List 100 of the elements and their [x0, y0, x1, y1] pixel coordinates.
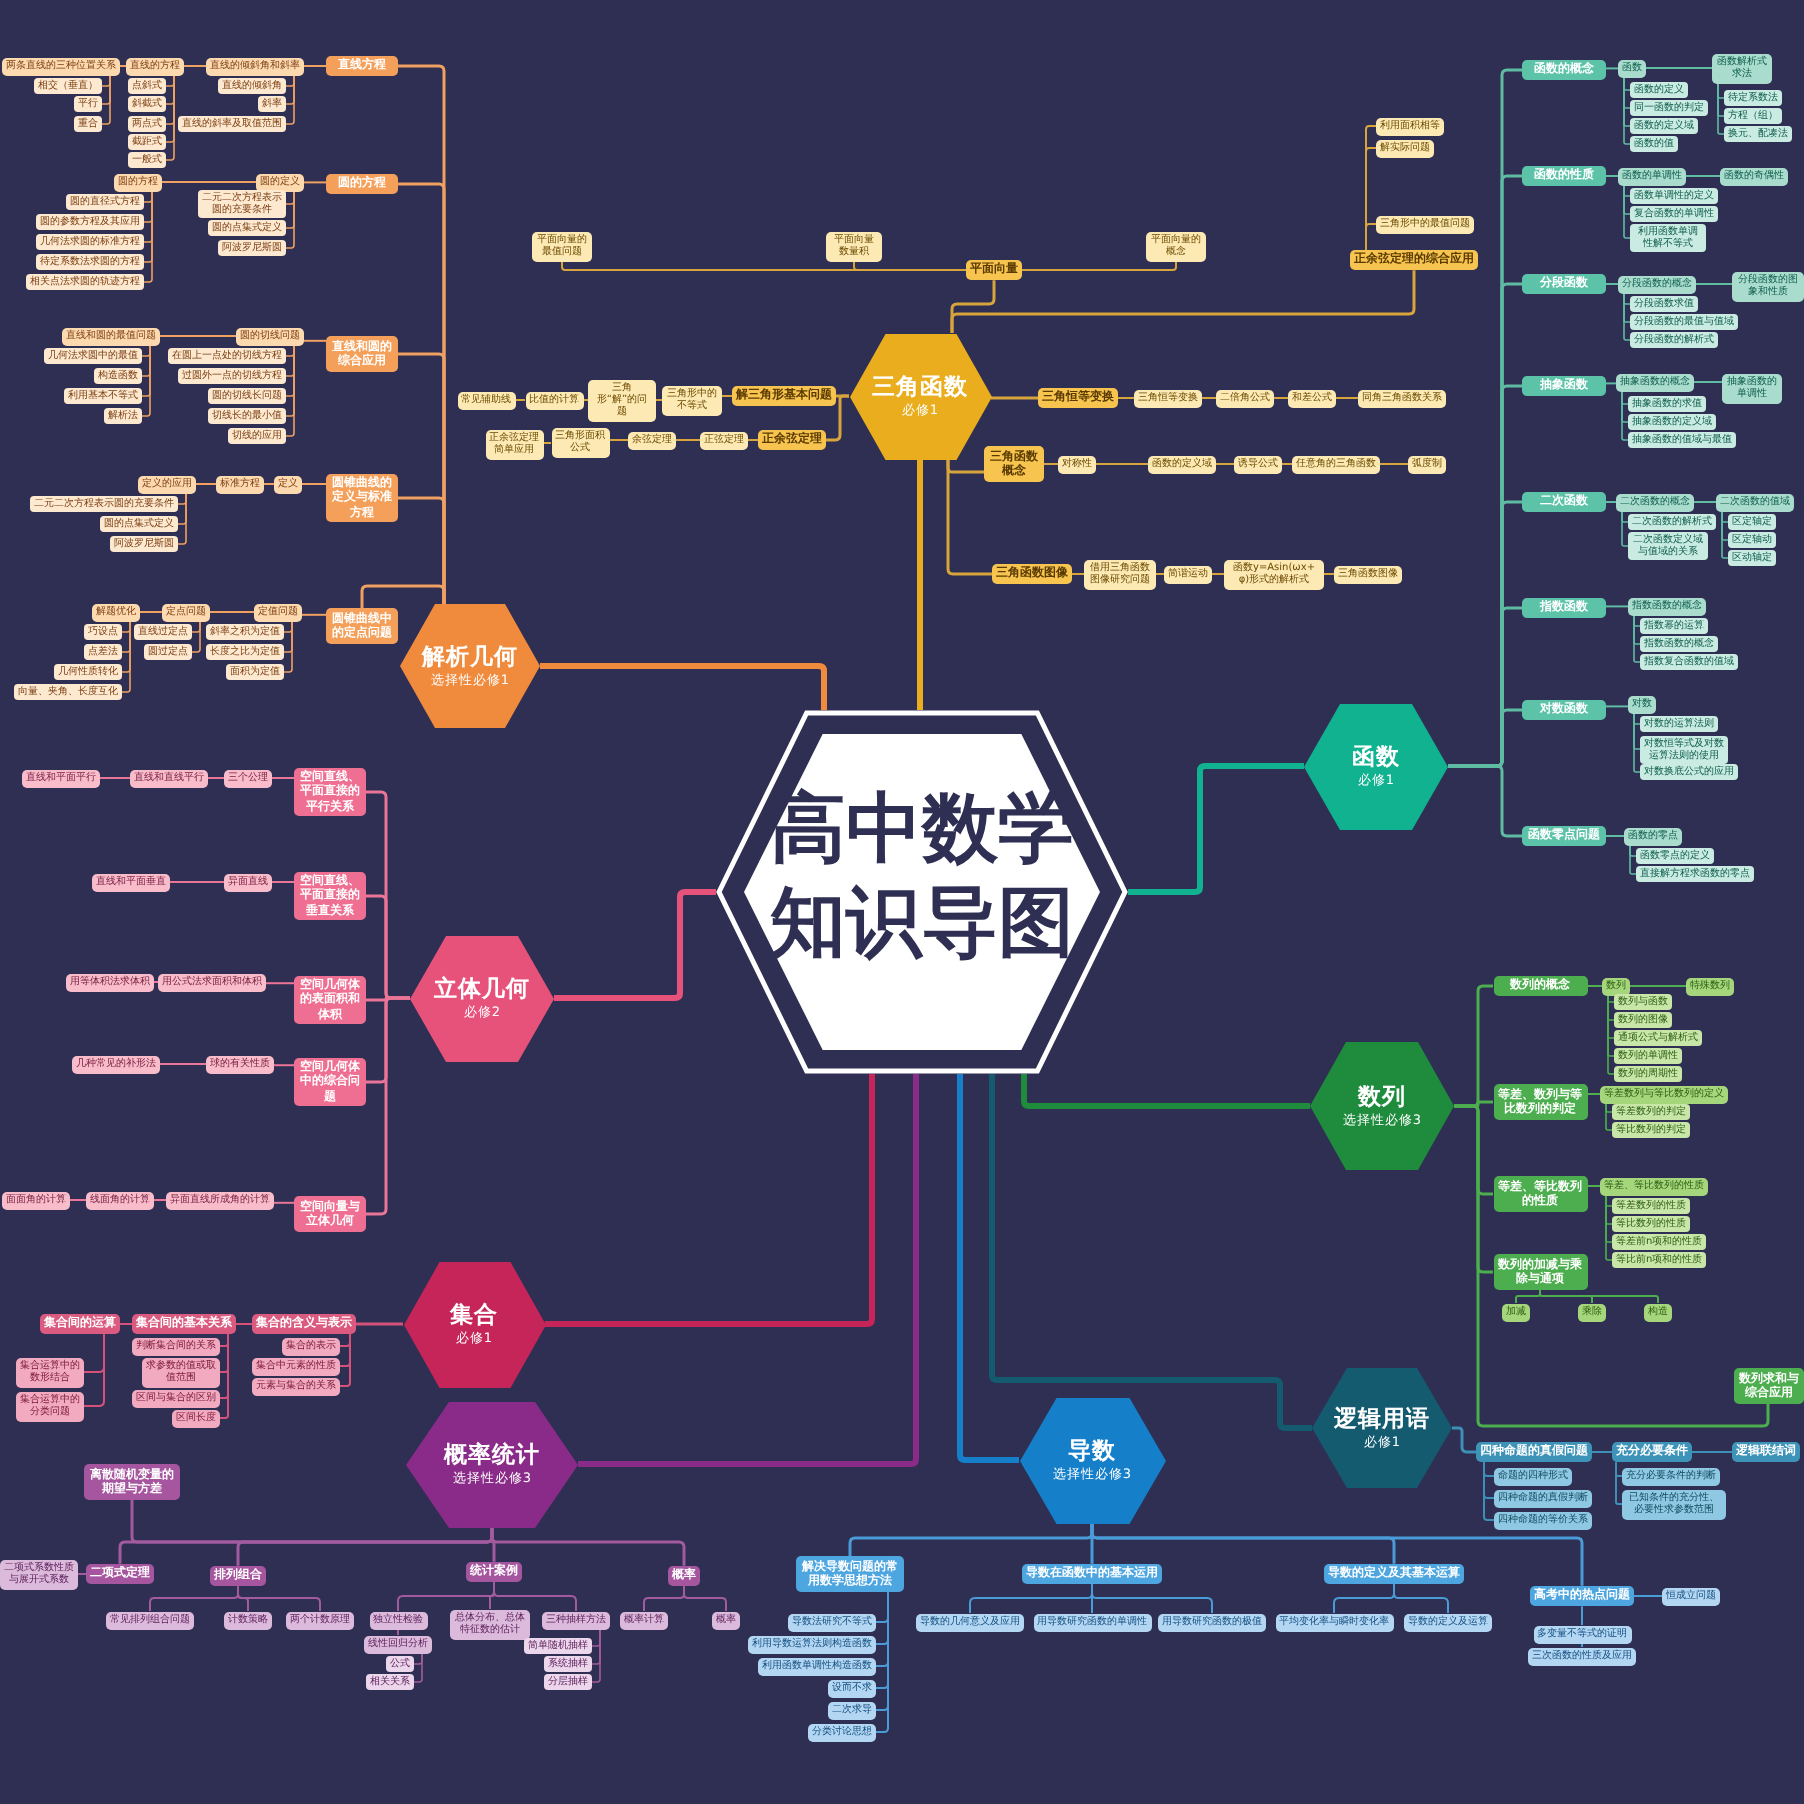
topic-hexagon [406, 1401, 578, 1527]
branch-line [339, 1333, 351, 1387]
branch-line [1629, 985, 1687, 987]
topic-hexagon [1019, 1397, 1165, 1523]
branch-line [301, 613, 327, 616]
topic-title: 数列 [1358, 1082, 1406, 1113]
branch-line [1633, 614, 1641, 663]
branch-line [303, 181, 327, 184]
branch-line [1605, 605, 1629, 608]
branch-line [747, 439, 759, 441]
topic-hexagon [1304, 703, 1448, 829]
branch-line [1623, 184, 1631, 239]
topic-hexagon [400, 604, 540, 728]
topic-title: 解析几何 [422, 642, 518, 673]
branch-line [237, 1585, 321, 1612]
branch-line [875, 1590, 889, 1733]
branch-line [1591, 1451, 1613, 1453]
branch-line [1629, 844, 1637, 875]
branch-line [303, 65, 327, 67]
branch-line [1691, 1451, 1733, 1453]
branch-line [1201, 397, 1217, 399]
branch-line [1586, 985, 1603, 987]
branch-line [1071, 573, 1085, 575]
branch-line [490, 1527, 686, 1566]
branch-line [77, 1573, 87, 1575]
branch-line [1021, 1074, 1310, 1109]
branch-line [1717, 82, 1725, 135]
branch-line [1281, 463, 1293, 465]
branch-line [303, 339, 327, 342]
branch-line [946, 459, 992, 576]
branch-line [273, 1201, 295, 1204]
topic-title: 立体几何 [434, 974, 530, 1005]
branch-line [165, 74, 175, 161]
topic-title: 逻辑用语 [1334, 1404, 1430, 1435]
branch-line [989, 1074, 1312, 1431]
branch-line [1586, 1093, 1601, 1095]
branch-line [83, 1333, 105, 1407]
branch-line [99, 777, 131, 779]
branch-line [1605, 67, 1619, 70]
branch-line [1605, 501, 1617, 503]
branch-line [1448, 764, 1522, 838]
branch-line [1685, 175, 1721, 177]
branch-line [1605, 283, 1619, 285]
branch-line [1095, 463, 1149, 465]
branch-line [1605, 705, 1629, 708]
branch-line [853, 260, 967, 271]
branch-line [1605, 382, 1617, 385]
branch-line [285, 74, 295, 125]
branch-line [360, 584, 446, 609]
branch-line [540, 663, 827, 710]
branch-line [161, 181, 257, 183]
branch-line [1365, 223, 1377, 251]
branch-line [285, 190, 295, 249]
branch-line [119, 65, 127, 67]
branch-line [1633, 712, 1641, 773]
branch-line [957, 1074, 1019, 1463]
branch-line [195, 483, 217, 485]
branch-line [655, 399, 663, 401]
branch-line [1090, 1523, 1584, 1586]
branch-line [159, 335, 237, 337]
branch-line [1452, 1426, 1476, 1454]
branch-line [1633, 1595, 1663, 1597]
branch-line [1586, 1185, 1601, 1187]
branch-line [1043, 463, 1059, 465]
branch-line [1621, 390, 1629, 441]
branch-line [69, 1199, 87, 1201]
branch-line [514, 399, 526, 401]
branch-line [1393, 1583, 1449, 1614]
branch-line [1454, 1104, 1770, 1428]
branch-line [826, 394, 849, 442]
branch-line [578, 1074, 919, 1467]
branch-line [1605, 1194, 1613, 1261]
branch-line [721, 395, 733, 397]
branch-line [1693, 381, 1723, 383]
branch-line [207, 777, 225, 779]
topic-hexagon [1312, 1368, 1452, 1488]
branch-line [917, 459, 923, 710]
branch-line [545, 1074, 875, 1327]
branch-line [1605, 1102, 1613, 1131]
branch-line [209, 611, 255, 613]
branch-line [1335, 397, 1359, 399]
branch-line [169, 881, 225, 883]
branch-line [493, 1581, 577, 1612]
branch-line [683, 1585, 727, 1612]
branch-line [265, 982, 295, 985]
branch-line [101, 74, 111, 125]
branch-line [1379, 463, 1409, 465]
topic-hexagon [410, 935, 554, 1061]
branch-line [991, 396, 1038, 400]
branch-line [1483, 1461, 1495, 1521]
branch-line [1155, 573, 1165, 575]
branch-line [271, 881, 295, 883]
branch-line [183, 65, 207, 67]
topic-title: 函数 [1352, 742, 1400, 773]
branch-line [1607, 994, 1615, 1075]
branch-line [413, 1652, 423, 1683]
branch-line [1623, 292, 1631, 341]
branch-line [1211, 573, 1225, 575]
topic-hexagon [403, 1261, 545, 1387]
topic-title: 三角函数 [872, 372, 968, 403]
